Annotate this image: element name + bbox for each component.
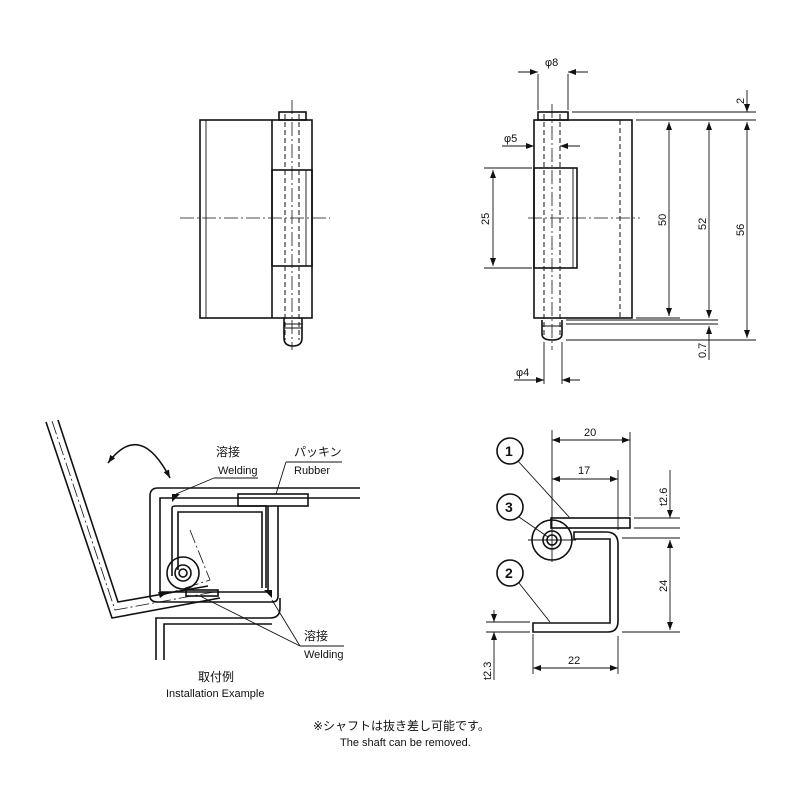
dim-52: 52 xyxy=(697,218,709,230)
dim-25: 25 xyxy=(480,213,492,225)
part-2-label: 2 xyxy=(505,565,513,581)
dim-24: 24 xyxy=(658,580,670,592)
rubber-en: Rubber xyxy=(294,465,330,477)
dim-22: 22 xyxy=(568,655,580,667)
note-en: The shaft can be removed. xyxy=(340,737,471,749)
part-3-label: 3 xyxy=(505,499,513,515)
section-view: 1 3 2 20 17 t2.6 24 t2.3 xyxy=(482,427,680,680)
dim-phi4: φ4 xyxy=(516,367,529,379)
part-1-label: 1 xyxy=(505,443,513,459)
welding-en-1: Welding xyxy=(218,465,258,477)
installation-example: 溶接 Welding パッキン Rubber 溶接 Welding 取付例 In… xyxy=(45,419,360,700)
dim-phi5: φ5 xyxy=(504,133,517,145)
dim-phi8: φ8 xyxy=(545,57,558,69)
dim-2: 2 xyxy=(735,98,747,104)
welding-jp-2: 溶接 xyxy=(304,628,328,643)
caption-en: Installation Example xyxy=(166,688,264,700)
dim-t2-6: t2.6 xyxy=(658,488,670,506)
dim-0-7: 0.7 xyxy=(697,343,709,358)
dim-20: 20 xyxy=(584,427,596,439)
dim-56: 56 xyxy=(735,224,747,236)
welding-en-2: Welding xyxy=(304,649,344,661)
side-view: φ8 φ5 φ4 25 50 52 0.7 56 2 xyxy=(480,57,756,384)
dim-t2-3: t2.3 xyxy=(482,662,494,680)
front-view xyxy=(180,100,330,350)
dim-17: 17 xyxy=(578,465,590,477)
caption-jp: 取付例 xyxy=(198,670,234,684)
note-jp: ※シャフトは抜き差し可能です。 xyxy=(313,719,490,733)
rubber-jp: パッキン xyxy=(294,445,342,459)
dim-50: 50 xyxy=(657,214,669,226)
welding-jp-1: 溶接 xyxy=(216,444,240,459)
